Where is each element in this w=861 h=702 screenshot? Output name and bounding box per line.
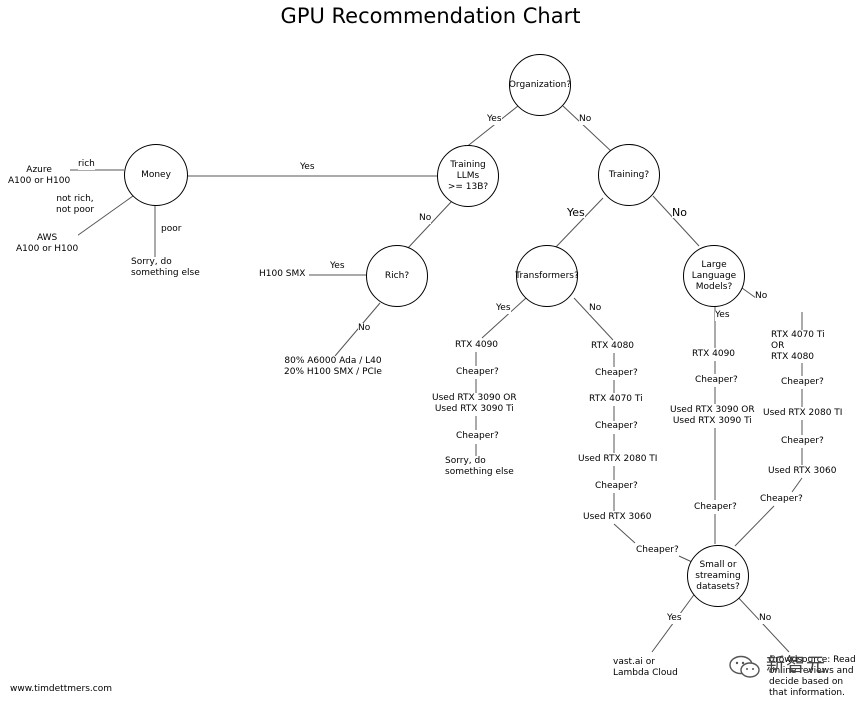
wechat-icon xyxy=(729,655,760,678)
node-transformers: Transformers? xyxy=(515,245,579,307)
edge-training-transformers xyxy=(554,197,604,249)
edge-label-llm-yes: Yes xyxy=(715,310,730,321)
chain-t-no-5: Cheaper? xyxy=(595,481,638,492)
chain-llm-no-5: Cheaper? xyxy=(760,494,803,505)
edge-label-money-rich: rich xyxy=(78,159,95,170)
chain-t-yes-2: Used RTX 3090 OR Used RTX 3090 Ti xyxy=(432,393,517,415)
chain-t-yes-0: RTX 4090 xyxy=(455,340,499,351)
chain-t-no-0: RTX 4080 xyxy=(591,341,635,352)
edge-label-rich-yes: Yes xyxy=(330,261,345,272)
chain-llm-no-1: Cheaper? xyxy=(781,377,824,388)
chain-t-no-1: Cheaper? xyxy=(595,368,638,379)
leaf-crowdsource: Crowdsource: Read online reviews and dec… xyxy=(769,655,856,698)
edge-llms-rich xyxy=(406,200,453,250)
node-training: Training? xyxy=(598,144,660,206)
edge-label-llm-no: No xyxy=(755,291,768,302)
edge-org-training xyxy=(562,105,613,153)
edge-money-notrich xyxy=(73,195,134,239)
footer-url: www.timdettmers.com xyxy=(10,684,112,694)
edge-label-org-no: No xyxy=(579,114,592,125)
edge-transformers-no xyxy=(573,297,614,341)
chain-llm-no-2: Used RTX 2080 TI xyxy=(763,408,843,419)
chain-llm-yes-1: Cheaper? xyxy=(695,375,738,386)
watermark-text: 新智元 xyxy=(766,654,827,676)
edge-label-money-yes: Yes xyxy=(300,162,315,173)
chain-llm-yes-3: Cheaper? xyxy=(694,502,737,513)
chain-llm-yes-2: Used RTX 3090 OR Used RTX 3090 Ti xyxy=(670,405,755,427)
chain-t-no-3: Cheaper? xyxy=(595,421,638,432)
node-rich: Rich? xyxy=(366,245,428,307)
edge-label-small-no: No xyxy=(759,613,772,624)
chain-llm-no-0: RTX 4070 Ti OR RTX 4080 xyxy=(771,330,825,363)
edge-label-rich-no: No xyxy=(358,323,371,334)
edge-label-training-yes: Yes xyxy=(567,206,585,219)
leaf-azure: Azure A100 or H100 xyxy=(8,165,71,187)
edge-label-transformers-yes: Yes xyxy=(496,303,511,314)
chain-t-no-4: Used RTX 2080 TI xyxy=(578,454,658,465)
edge-label-money-poor: poor xyxy=(161,224,182,235)
edge-transformers-yes xyxy=(481,297,527,339)
edge-label-small-yes: Yes xyxy=(667,613,682,624)
watermark: 新智元 xyxy=(728,648,848,698)
node-small-datasets: Small or streaming datasets? xyxy=(687,545,749,607)
chain-t-yes-1: Cheaper? xyxy=(456,367,499,378)
leaf-sorry-money: Sorry, do something else xyxy=(131,257,200,279)
chain-llm-no-4: Used RTX 3060 xyxy=(768,466,837,477)
chain-llm-yes-0: RTX 4090 xyxy=(692,349,736,360)
chain-t-no-6: Used RTX 3060 xyxy=(583,512,652,523)
chart-title: GPU Recommendation Chart xyxy=(280,4,581,28)
leaf-mix: 80% A6000 Ada / L40 20% H100 SMX / PCIe xyxy=(284,356,382,378)
edge-label-llms-no: No xyxy=(419,213,432,224)
edge-label-training-no: No xyxy=(672,206,687,219)
chain-t-yes-3: Cheaper? xyxy=(456,431,499,442)
edge-label-money-not-rich: not rich, not poor xyxy=(56,194,95,216)
chain-t-no-7: Cheaper? xyxy=(636,545,679,556)
leaf-h100-smx: H100 SMX xyxy=(259,269,306,280)
node-money: Money xyxy=(124,144,188,206)
chain-t-yes-4: Sorry, do something else xyxy=(445,456,514,478)
node-training-llms: Training LLMs >= 13B? xyxy=(437,145,499,207)
node-organization: Organization? xyxy=(509,54,571,116)
edge-label-org-yes: Yes xyxy=(487,114,502,125)
chain-llm-no-3: Cheaper? xyxy=(781,436,824,447)
chain-t-no-2: RTX 4070 Ti xyxy=(589,394,643,405)
node-large-language-models: Large Language Models? xyxy=(683,245,745,307)
edge-training-llm xyxy=(652,195,700,247)
leaf-aws: AWS A100 or H100 xyxy=(16,233,79,255)
edge-rich-mix xyxy=(334,302,381,357)
edge-label-transformers-no: No xyxy=(589,303,602,314)
leaf-vast-lambda: vast.ai or Lambda Cloud xyxy=(613,657,678,679)
